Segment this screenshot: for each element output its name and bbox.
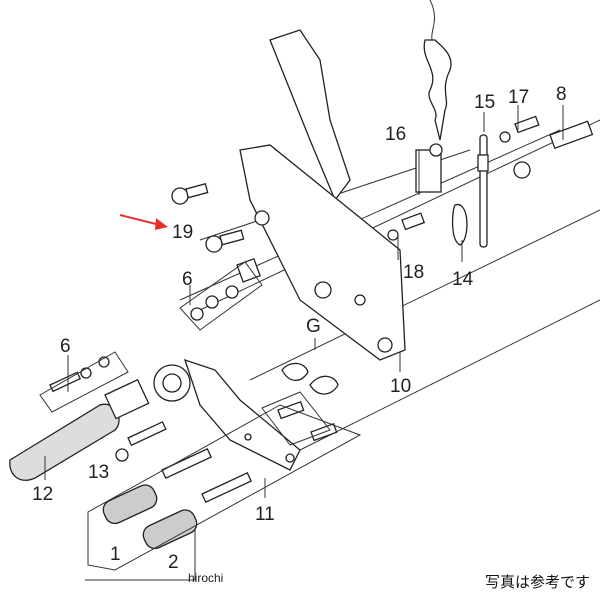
leader-lines bbox=[44, 105, 564, 498]
shift-lever bbox=[153, 358, 301, 471]
label-13: 13 bbox=[88, 462, 109, 483]
watermark: hirochi bbox=[188, 571, 223, 585]
label-10: 10 bbox=[390, 376, 411, 397]
caption: 写真は参考です bbox=[484, 573, 590, 591]
label-1: 1 bbox=[110, 544, 121, 565]
label-9: G bbox=[306, 316, 321, 337]
label-12: 12 bbox=[32, 484, 53, 505]
label-17: 17 bbox=[508, 87, 529, 108]
block-16 bbox=[415, 149, 442, 193]
label-6-upper: 6 bbox=[182, 269, 193, 290]
label-19: 19 bbox=[172, 222, 193, 243]
pointer-arrow bbox=[119, 214, 168, 230]
label-11: 11 bbox=[255, 504, 275, 525]
label-16: 16 bbox=[385, 124, 406, 145]
shift-rod bbox=[269, 0, 452, 202]
footpeg-12 bbox=[9, 403, 120, 481]
label-2: 2 bbox=[168, 552, 179, 573]
label-6-lower: 6 bbox=[60, 336, 71, 357]
bracket-plate bbox=[239, 144, 406, 361]
label-18: 18 bbox=[403, 262, 424, 283]
label-15: 15 bbox=[474, 92, 495, 113]
bolt-19 bbox=[171, 183, 245, 253]
label-8: 8 bbox=[556, 84, 567, 105]
label-14: 14 bbox=[452, 269, 474, 290]
